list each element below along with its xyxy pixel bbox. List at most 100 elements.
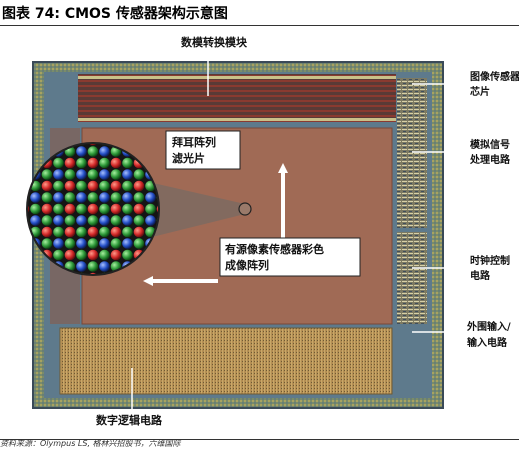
- bayer-microlens: [28, 180, 30, 192]
- bayer-microlens: [87, 203, 99, 215]
- bayer-microlens: [28, 238, 30, 249]
- leader-lines: [131, 52, 458, 410]
- bayer-microlens: [122, 157, 133, 169]
- bayer-microlens: [87, 192, 99, 203]
- bayer-microlens: [99, 226, 110, 238]
- bayer-microlens: [28, 144, 30, 146]
- bayer-microlens: [87, 249, 99, 261]
- bayer-microlens: [87, 226, 99, 238]
- bayer-microlens: [53, 249, 64, 261]
- pixel-array-label-box: [219, 237, 361, 277]
- bayer-microlens: [122, 203, 133, 215]
- bayer-microlens: [145, 192, 156, 203]
- sensor-chip-label-line-2: 芯片: [470, 85, 490, 98]
- bayer-microlens: [99, 146, 110, 157]
- bayer-microlens: [30, 203, 41, 215]
- bayer-microlens: [99, 238, 110, 249]
- clock-label-line-2: 电路: [470, 269, 491, 282]
- bayer-microlens: [110, 226, 122, 238]
- bayer-microlens: [99, 215, 110, 226]
- bayer-microlens: [87, 169, 99, 180]
- bayer-microlens: [110, 238, 122, 249]
- bayer-microlens: [64, 249, 76, 261]
- bayer-microlens: [53, 180, 64, 192]
- bayer-microlens: [41, 215, 53, 226]
- bayer-microlens: [133, 226, 145, 238]
- bayer-microlens: [99, 192, 110, 203]
- clock-label-line-1: 时钟控制: [470, 254, 510, 267]
- bayer-microlens: [41, 226, 53, 238]
- bayer-microlens: [122, 215, 133, 226]
- bayer-microlens: [76, 249, 87, 261]
- title-rule: [0, 25, 519, 26]
- bayer-microlens: [76, 215, 87, 226]
- bayer-microlens: [64, 192, 76, 203]
- bayer-microlens: [122, 192, 133, 203]
- pixel-array-label-line-1: 有源像素传感器彩色: [225, 242, 324, 256]
- bayer-microlens: [87, 215, 99, 226]
- bayer-microlens: [145, 215, 156, 226]
- bayer-label-box: [165, 130, 241, 170]
- bayer-microlens: [110, 215, 122, 226]
- bayer-microlens: [99, 203, 110, 215]
- bayer-microlens: [133, 192, 145, 203]
- digital-logic-block: [60, 328, 392, 394]
- bayer-microlens: [28, 157, 30, 169]
- bayer-microlens: [76, 226, 87, 238]
- bayer-microlens: [41, 238, 53, 249]
- bayer-microlens: [64, 180, 76, 192]
- bayer-microlens: [76, 157, 87, 169]
- source-note: 资料来源：Olympus LS, 格林兴招股书，六维国际: [0, 439, 181, 448]
- bayer-microlens: [133, 203, 145, 215]
- bayer-microlens: [64, 226, 76, 238]
- bayer-label-line-2: 滤光片: [172, 151, 205, 165]
- adc-label: 数模转换模块: [181, 35, 248, 49]
- bayer-microlens: [64, 203, 76, 215]
- sensor-chip-label-line-1: 图像传感器: [470, 70, 519, 83]
- adc-region: [78, 74, 396, 122]
- bayer-microlens: [53, 157, 64, 169]
- bayer-microlens: [133, 215, 145, 226]
- bayer-microlens: [110, 203, 122, 215]
- bayer-microlens: [28, 272, 30, 274]
- magnifier-focus-point: [238, 202, 252, 216]
- bayer-microlens: [53, 238, 64, 249]
- bayer-microlens: [87, 261, 99, 272]
- bayer-microlens: [28, 146, 30, 157]
- bayer-microlens: [53, 203, 64, 215]
- bayer-microlens: [64, 169, 76, 180]
- bayer-label-line-1: 拜耳阵列: [172, 135, 216, 149]
- bayer-microlens: [64, 238, 76, 249]
- figure-title: 图表 74: CMOS 传感器架构示意图: [2, 6, 228, 22]
- io-label-line-1: 外围输入/: [466, 320, 511, 333]
- bayer-microlens: [28, 169, 30, 180]
- bayer-microlens: [110, 169, 122, 180]
- io-label-line-2: 输入电路: [467, 336, 508, 349]
- bayer-microlens: [110, 180, 122, 192]
- bayer-microlens: [41, 192, 53, 203]
- bayer-microlens: [64, 215, 76, 226]
- bayer-microlens: [87, 146, 99, 157]
- bayer-microlens: [99, 169, 110, 180]
- bayer-microlens: [87, 180, 99, 192]
- bayer-microlens: [41, 203, 53, 215]
- bayer-microlens: [110, 249, 122, 261]
- bayer-microlens: [110, 157, 122, 169]
- bayer-microlens: [53, 169, 64, 180]
- bayer-microlens: [122, 180, 133, 192]
- bayer-microlens: [41, 180, 53, 192]
- bayer-microlens: [30, 192, 41, 203]
- bayer-microlens: [76, 180, 87, 192]
- bayer-microlens: [64, 157, 76, 169]
- bayer-microlens: [110, 192, 122, 203]
- bayer-microlens: [28, 249, 30, 261]
- bayer-microlens: [76, 192, 87, 203]
- bayer-microlens: [53, 215, 64, 226]
- analog-signal-label-line-1: 模拟信号: [470, 138, 510, 151]
- bayer-microlens: [53, 226, 64, 238]
- bayer-microlens: [99, 261, 110, 272]
- bayer-microlens: [99, 157, 110, 169]
- clock-circuit-region: [397, 232, 427, 324]
- bayer-microlens: [133, 180, 145, 192]
